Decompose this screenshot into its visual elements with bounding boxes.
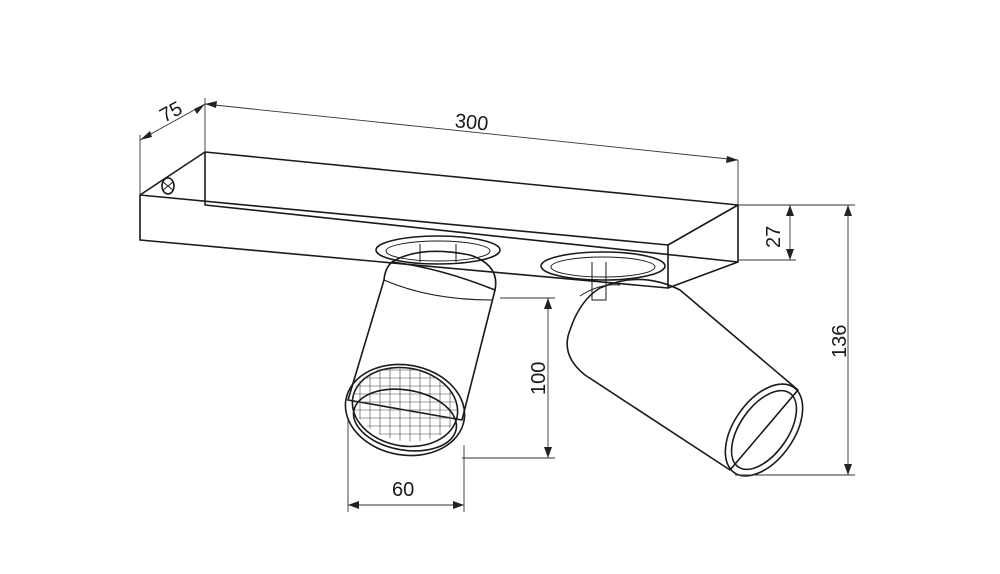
dimension-spot-length-label: 100 xyxy=(528,362,550,395)
dimension-spot-length xyxy=(462,297,555,459)
spotlight-right xyxy=(566,278,804,477)
dimension-spot-diameter-label: 60 xyxy=(392,479,414,501)
dimension-base-height-label: 27 xyxy=(763,226,785,248)
dimension-total-height xyxy=(735,205,855,476)
dimension-depth-label: 75 xyxy=(156,97,186,127)
dimension-length-label: 300 xyxy=(454,110,489,135)
dimension-spot-diameter xyxy=(347,420,465,512)
reflector-hatch xyxy=(350,360,460,450)
dimension-base-height xyxy=(738,204,855,261)
mounting-ring-left xyxy=(375,235,501,265)
mounting-ring-right xyxy=(540,251,666,301)
dimension-depth xyxy=(139,98,206,195)
dimension-total-height-label: 136 xyxy=(829,325,851,358)
base-housing xyxy=(139,151,739,289)
screw-icon xyxy=(161,177,175,195)
spotlight-left xyxy=(344,250,497,457)
dimension-length xyxy=(204,101,739,205)
